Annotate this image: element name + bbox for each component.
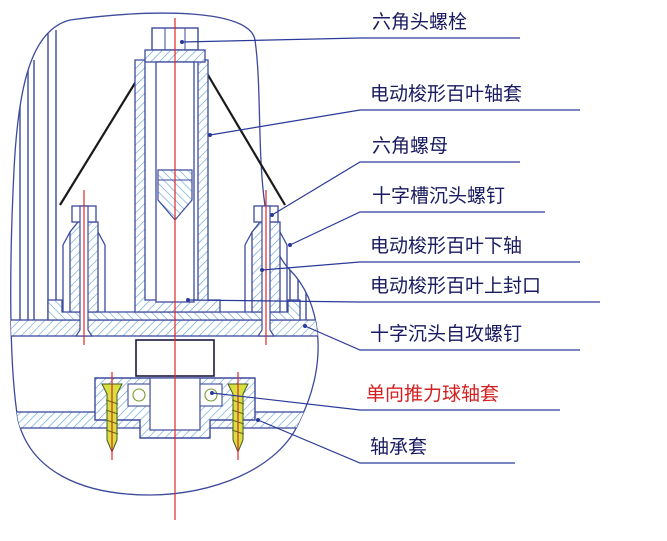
label-self-tapping-screw: 十字沉头自攻螺钉 (370, 323, 522, 345)
lower-shaft-flange (47, 299, 301, 321)
label-bearing-housing: 轴承套 (370, 436, 427, 458)
label-thrust-bearing-sleeve: 单向推力球轴套 (366, 383, 499, 405)
label-hex-bolt: 六角头螺栓 (372, 11, 467, 33)
leader-lines (181, 37, 600, 464)
center-lines (83, 18, 267, 520)
label-hex-nut: 六角螺母 (372, 135, 448, 157)
leader-dots (180, 40, 307, 422)
upper-cap-plate (10, 319, 319, 337)
label-louver-sleeve: 电动梭形百叶轴套 (370, 83, 522, 105)
thrust-bearing (127, 383, 223, 407)
label-louver-upper-cap: 电动梭形百叶上封口 (370, 275, 541, 297)
left-frame (19, 30, 57, 320)
louver-sleeve-body (134, 59, 221, 313)
support-lines (59, 69, 286, 206)
label-cross-csk-screw: 十字槽沉头螺钉 (372, 185, 505, 207)
label-louver-lower-shaft: 电动梭形百叶下轴 (370, 235, 522, 257)
